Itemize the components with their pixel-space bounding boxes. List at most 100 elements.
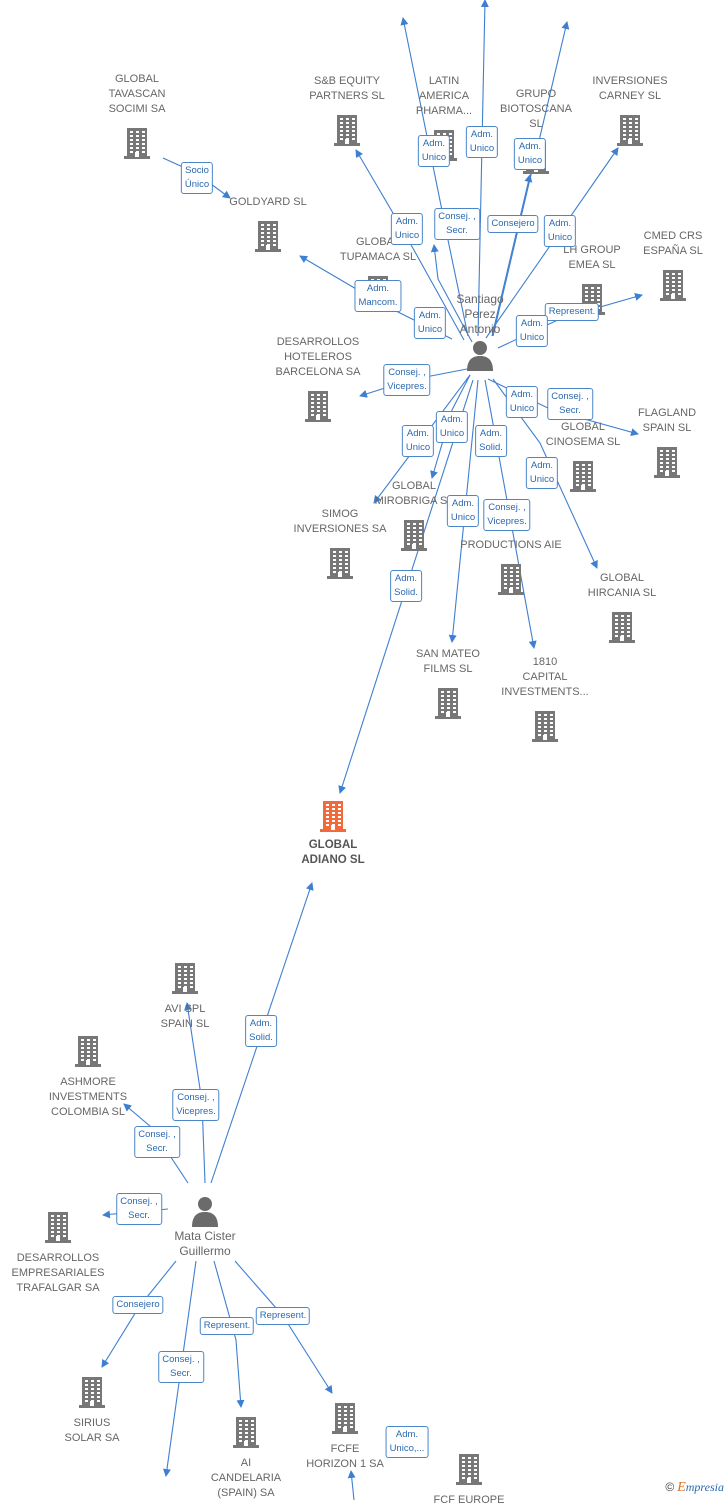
person-label: Santiago Perez Antonio <box>456 292 504 336</box>
company-node-desarrollos-hoteleros[interactable]: DESARROLLOS HOTELEROS BARCELONA SA <box>253 335 383 422</box>
building-icon <box>456 1454 482 1485</box>
relationship-edge-8 <box>430 244 473 343</box>
role-badge[interactable]: Adm. Unico <box>515 315 549 347</box>
role-badge[interactable]: Adm. Unico <box>513 138 547 170</box>
role-badge[interactable]: Consejero <box>487 215 539 233</box>
company-node-inversiones-carney[interactable]: INVERSIONES CARNEY SL <box>565 74 695 146</box>
relationship-edge-27 <box>347 1470 356 1500</box>
building-icon <box>435 688 461 719</box>
role-badge[interactable]: Socio Único <box>180 162 214 194</box>
building-icon <box>45 1212 71 1243</box>
building-icon <box>332 1403 358 1434</box>
role-badge[interactable]: Adm. Mancom. <box>354 280 402 312</box>
role-badge[interactable]: Represent. <box>255 1307 311 1325</box>
company-node-ai-candelaria[interactable]: AI CANDELARIA (SPAIN) SA <box>181 1416 311 1501</box>
company-node-global-cinosema[interactable]: GLOBAL CINOSEMA SL <box>518 420 648 492</box>
person-mata-cister-guillermo[interactable]: Mata Cister Guillermo <box>150 1195 260 1259</box>
role-badge[interactable]: Consejero <box>112 1296 164 1314</box>
company-label: SIRIUS SOLAR SA <box>64 1417 120 1444</box>
company-node-flagland[interactable]: FLAGLAND SPAIN SL <box>602 406 728 478</box>
company-label: AVI SPL SPAIN SL <box>160 1003 210 1030</box>
role-badge[interactable]: Adm. Unico <box>435 411 469 443</box>
role-badge[interactable]: Adm. Unico <box>465 126 499 158</box>
company-label: LH GROUP EMEA SL <box>563 244 621 271</box>
company-label: GLOBAL TAVASCAN SOCIMI SA <box>108 73 166 115</box>
company-label: GLOBAL ADIANO SL <box>301 839 365 866</box>
company-label: S&B EQUITY PARTNERS SL <box>309 75 385 102</box>
relationship-edge-25 <box>213 1260 245 1408</box>
company-node-fcfe-horizon[interactable]: FCFE HORIZON 1 SA <box>280 1402 410 1472</box>
company-label: DESARROLLOS HOTELEROS BARCELONA SA <box>275 336 361 378</box>
role-badge[interactable]: Adm. Solid. <box>475 425 507 457</box>
building-icon <box>79 1377 105 1408</box>
building-icon <box>124 128 150 159</box>
role-badge[interactable]: Adm. Unico <box>413 307 447 339</box>
role-badge[interactable]: Adm. Unico <box>417 135 451 167</box>
role-badge[interactable]: Represent. <box>544 303 600 321</box>
company-node-capital-1810[interactable]: 1810 CAPITAL INVESTMENTS... <box>480 655 610 742</box>
relationship-edge-5 <box>492 21 570 337</box>
company-label: GLOBAL HIRCANIA SL <box>587 572 657 599</box>
role-badge[interactable]: Consej. , Secr. <box>158 1351 204 1383</box>
company-label: SIMOG INVERSIONES SA <box>293 508 387 535</box>
person-santiago-perez-antonio[interactable]: Santiago Perez Antonio <box>425 292 535 371</box>
role-badge[interactable]: Adm. Unico <box>525 457 559 489</box>
role-badge[interactable]: Consej. , Vicepres. <box>483 499 531 531</box>
company-label: DESARROLLOS EMPRESARIALES TRAFALGAR SA <box>11 1252 105 1294</box>
company-label: GLOBAL TUPAMACA SL <box>339 236 417 263</box>
company-node-avi-spl[interactable]: AVI SPL SPAIN SL <box>120 962 250 1032</box>
role-badge[interactable]: Adm. Unico,... <box>385 1426 429 1458</box>
building-icon <box>75 1036 101 1067</box>
relationship-edge-3 <box>477 0 489 337</box>
company-label: GOLDYARD SL <box>229 196 307 208</box>
company-node-global-hircania[interactable]: GLOBAL HIRCANIA SL <box>557 571 687 643</box>
building-icon <box>255 221 281 252</box>
building-icon <box>334 115 360 146</box>
role-badge[interactable]: Adm. Unico <box>446 495 480 527</box>
building-icon <box>498 564 524 595</box>
role-badge[interactable]: Adm. Solid. <box>245 1015 277 1047</box>
company-label: ASHMORE INVESTMENTS COLOMBIA SL <box>48 1076 128 1118</box>
role-badge[interactable]: Consej. , Secr. <box>547 388 593 420</box>
company-node-ashmore[interactable]: ASHMORE INVESTMENTS COLOMBIA SL <box>23 1035 153 1120</box>
role-badge[interactable]: Adm. Unico <box>543 215 577 247</box>
building-icon <box>401 520 427 551</box>
building-icon <box>570 461 596 492</box>
person-label: Mata Cister Guillermo <box>174 1229 236 1258</box>
company-label: GLOBAL CINOSEMA SL <box>545 421 621 448</box>
company-label: SAN MATEO FILMS SL <box>416 648 480 675</box>
role-badge[interactable]: Adm. Unico <box>401 425 435 457</box>
role-badge[interactable]: Consej. , Vicepres. <box>172 1089 220 1121</box>
role-badge[interactable]: Adm. Solid. <box>390 570 422 602</box>
company-node-goldyard[interactable]: GOLDYARD SL <box>203 195 333 252</box>
company-node-global-adiano[interactable]: GLOBAL ADIANO SL <box>268 800 398 868</box>
building-icon <box>327 548 353 579</box>
role-badge[interactable]: Consej. , Secr. <box>134 1126 180 1158</box>
company-node-desarrollos-empresariales[interactable]: DESARROLLOS EMPRESARIALES TRAFALGAR SA <box>0 1211 123 1296</box>
role-badge[interactable]: Adm. Unico <box>390 213 424 245</box>
role-badge[interactable]: Consej. , Secr. <box>434 208 480 240</box>
company-label: GRUPO BIOTOSCANA SL <box>500 88 572 130</box>
company-node-sb-equity[interactable]: S&B EQUITY PARTNERS SL <box>282 74 412 146</box>
person-icon <box>192 1197 218 1227</box>
company-label: AI CANDELARIA (SPAIN) SA <box>210 1457 282 1499</box>
company-label: 1810 CAPITAL INVESTMENTS... <box>501 656 589 698</box>
relationship-edge-4 <box>491 174 533 337</box>
company-node-cmed-crs[interactable]: CMED CRS ESPAÑA SL <box>608 229 728 301</box>
company-node-sirius[interactable]: SIRIUS SOLAR SA <box>27 1376 157 1446</box>
role-badge[interactable]: Represent. <box>199 1317 255 1335</box>
company-node-global-tavascan[interactable]: GLOBAL TAVASCAN SOCIMI SA <box>72 72 202 159</box>
building-icon <box>305 391 331 422</box>
building-icon <box>617 115 643 146</box>
company-node-san-mateo[interactable]: SAN MATEO FILMS SL <box>383 647 513 719</box>
person-icon <box>467 341 493 371</box>
building-icon <box>320 801 346 832</box>
company-node-productions[interactable]: PRODUCTIONS AIE <box>446 538 576 595</box>
building-icon <box>532 711 558 742</box>
role-badge[interactable]: Consej. , Vicepres. <box>383 364 431 396</box>
role-badge[interactable]: Consej. , Secr. <box>116 1193 162 1225</box>
role-badge[interactable]: Adm. Unico <box>505 386 539 418</box>
company-label: FLAGLAND SPAIN SL <box>637 407 697 434</box>
company-label: CMED CRS ESPAÑA SL <box>643 230 703 257</box>
company-node-simog[interactable]: SIMOG INVERSIONES SA <box>275 507 405 579</box>
